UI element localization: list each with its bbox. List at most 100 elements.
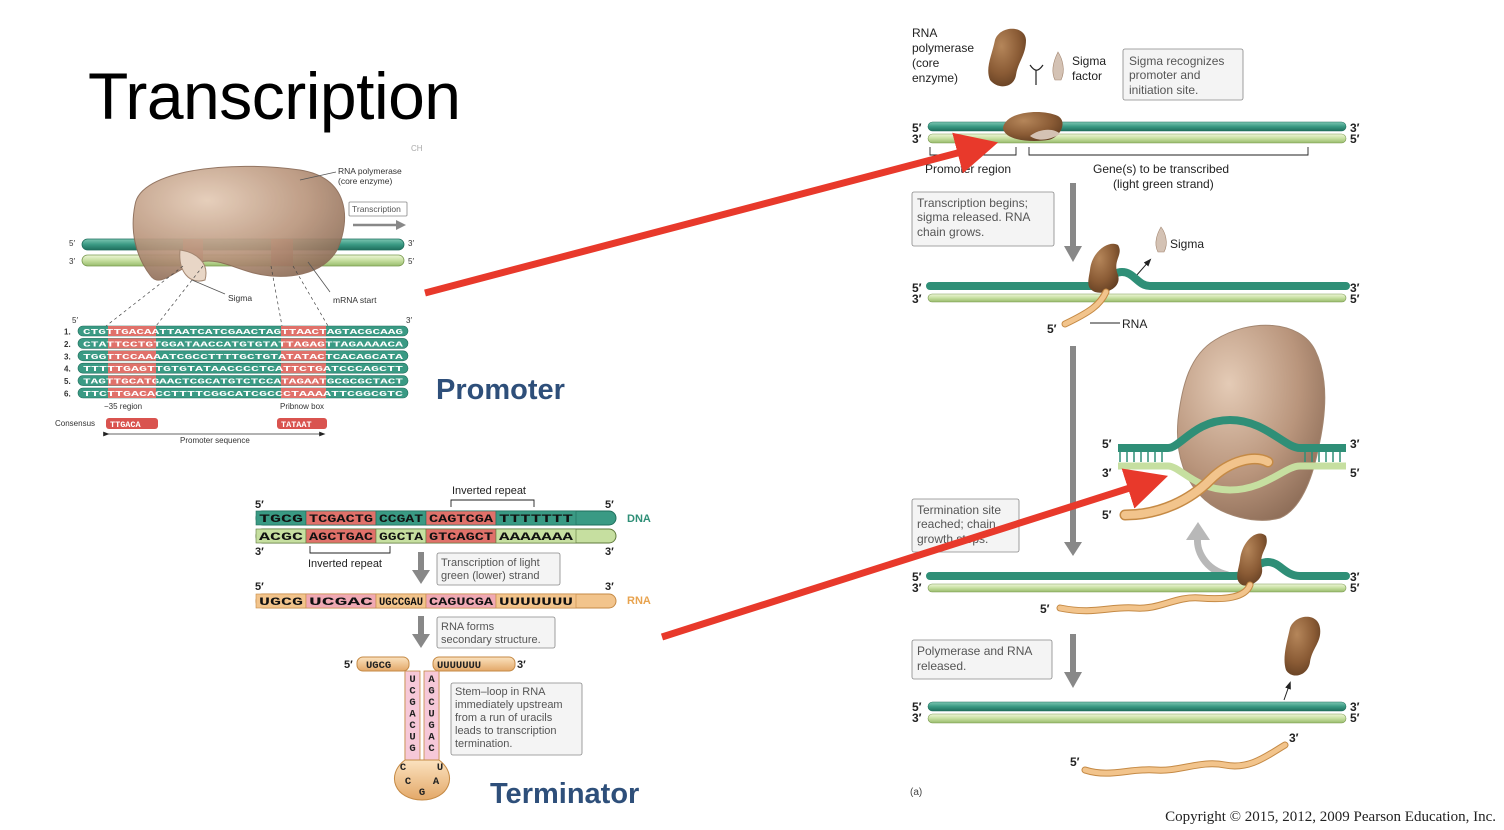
p-5prime-top: 5′ [69, 239, 75, 248]
r5-5: 5′ [912, 700, 922, 714]
seq-row-number: 5. [64, 377, 71, 386]
bb-line3: chain grows. [917, 225, 984, 239]
r4-3r: 3′ [1350, 570, 1360, 584]
stem-right-base: A [428, 732, 435, 744]
br-line2: released. [917, 659, 966, 673]
seq-row-10-box [281, 338, 326, 349]
stem-5prime: 5′ [344, 659, 353, 671]
stem-left-base: A [409, 709, 416, 721]
stem-left-base: G [409, 743, 415, 755]
loop-base: C [405, 776, 412, 788]
p-3prime-top: 3′ [408, 239, 414, 248]
seq-row-35-box [108, 338, 156, 349]
t-3prime-bottom-right: 3′ [605, 546, 614, 558]
stem-5-seq: UGCG [366, 660, 391, 672]
rna-in-polymerase [1121, 455, 1272, 519]
sigma-factor-icon [1052, 51, 1064, 81]
consensus-label: Consensus [55, 419, 95, 428]
step-arrow-1 [1064, 246, 1082, 262]
rna-terminating [1057, 582, 1253, 614]
box3-line2: immediately upstream [455, 699, 563, 711]
seq-row-text: CTGTTGACAATTAATCATCGAACTAGTTAACTAGTACGCA… [83, 329, 404, 337]
zoom-arrow-icon [1186, 522, 1210, 540]
dna-top-text: CAGTCGA [429, 514, 494, 526]
consensus-box-35 [106, 418, 158, 429]
dna-top-text: TTTTTTT [499, 514, 574, 526]
r1-5: 5′ [912, 121, 922, 135]
down-arrow-icon [412, 570, 430, 584]
r2-3: 3′ [912, 292, 922, 306]
r2-3r: 3′ [1350, 281, 1360, 295]
p-3prime-bottom: 3′ [69, 257, 75, 266]
released-sigma-icon [1155, 226, 1167, 253]
rp-label-2: polymerase [912, 41, 974, 55]
bb-line1: Transcription begins; [917, 196, 1028, 210]
rna-text: UGCCGAU [379, 597, 423, 609]
terminating-polymerase-icon [1237, 533, 1267, 586]
promoter-region-label: Promoter region [925, 162, 1011, 176]
core-enzyme-label: (core enzyme) [338, 176, 392, 186]
r5-rna5: 5′ [1070, 755, 1080, 769]
minus35-label: −35 region [104, 402, 142, 411]
mrna-start-label: mRNA start [333, 295, 377, 305]
stem-right-base: C [428, 697, 435, 709]
seq-row-35-box [108, 375, 156, 386]
box3-line5: termination. [455, 738, 512, 750]
seq-row-text: TTCTTGACACCTTTTCGGCATCGCCCTAAAATTCGGCGTC [83, 391, 404, 399]
polymerase-core-icon [988, 28, 1026, 87]
sequence-rows: 1.CTGTTGACAATTAATCATCGAACTAGTTAACTAGTACG… [64, 325, 409, 399]
info-box-released [911, 639, 1053, 680]
step-arrow-3 [1064, 672, 1082, 688]
seq-row-10-box [281, 350, 326, 361]
info-box-secondary [436, 616, 556, 649]
pribnow-label: Pribnow box [280, 402, 324, 411]
transcription-direction-icon [396, 220, 406, 230]
stem-right-base: C [428, 743, 435, 755]
r1-5r: 5′ [1350, 132, 1360, 146]
seq-row-number: 6. [64, 390, 71, 399]
seq-row-number: 2. [64, 340, 71, 349]
r2-5r: 5′ [1350, 292, 1360, 306]
sigma-label: Sigma [228, 293, 252, 303]
rna-5prime: 5′ [255, 581, 264, 593]
sigma-released-label: Sigma [1170, 237, 1204, 251]
genes-label-1: Gene(s) to be transcribed [1093, 162, 1229, 176]
rna-polymerase-icon [132, 165, 346, 281]
r5-3: 3′ [912, 711, 922, 725]
seq-row-35-box [108, 388, 156, 398]
info-box-begins [911, 191, 1055, 247]
zoom-guides [105, 265, 329, 327]
loop-base: G [419, 787, 425, 799]
seq-row-number: 4. [64, 365, 71, 374]
page-title: Transcription [88, 59, 461, 133]
stem-3prime: 3′ [517, 659, 526, 671]
promoter-sequence-label: Promoter sequence [180, 436, 250, 445]
r1-3: 3′ [912, 132, 922, 146]
r4-5r: 5′ [1350, 581, 1360, 595]
genes-label-2: (light green strand) [1113, 177, 1214, 191]
r5-5r: 5′ [1350, 711, 1360, 725]
bs-line1: Sigma recognizes [1129, 54, 1224, 68]
seq-row-10-box [281, 375, 326, 386]
r3-3: 3′ [1102, 466, 1112, 480]
t-5prime-top: 5′ [255, 499, 264, 511]
bs-line3: initiation site. [1129, 83, 1198, 97]
box2-line1: RNA forms [441, 621, 495, 633]
box3-line3: from a run of uracils [455, 712, 553, 724]
info-box-transcription [436, 552, 561, 586]
stem-right-base: G [428, 686, 434, 698]
rna-text: UUUUUUU [499, 597, 573, 609]
released-rna [1082, 742, 1288, 776]
box2-line2: secondary structure. [441, 634, 541, 646]
rna-text: UGCG [259, 597, 304, 609]
panel-a-label: (a) [910, 787, 922, 798]
r3-rna5: 5′ [1102, 508, 1112, 522]
seq-row-10-box [281, 326, 326, 336]
transcription-box-label: Transcription [352, 204, 401, 214]
rp-label-1: RNA [912, 26, 937, 40]
right-figure: RNA polymerase (core enzyme) Sigma facto… [910, 26, 1360, 798]
seq-row-10-box [281, 363, 326, 374]
